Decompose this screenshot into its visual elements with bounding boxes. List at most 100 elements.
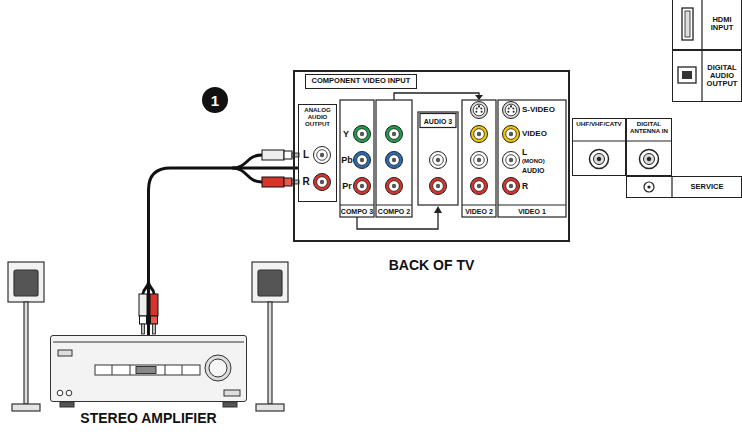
jack-label: Pb — [341, 156, 353, 165]
jack-label: AUDIO — [522, 166, 545, 173]
antenna-connector — [594, 154, 605, 165]
rca-jack — [354, 126, 371, 143]
amplifier-detail — [57, 390, 63, 396]
rca-plug — [262, 150, 284, 160]
rca-jack — [471, 178, 488, 195]
channel-label: L — [303, 150, 309, 160]
antenna-connector — [644, 154, 655, 165]
routing-arrow — [394, 93, 479, 100]
amplifier-detail — [165, 365, 166, 375]
rca-plug — [143, 282, 154, 294]
antenna-connector — [572, 141, 672, 142]
rca-jack — [386, 152, 403, 169]
amplifier-detail — [95, 365, 200, 375]
port-icon — [682, 71, 692, 79]
rca-plug — [153, 324, 156, 334]
column-label: VIDEO 2 — [465, 208, 493, 215]
port-box: SERVICE — [626, 176, 742, 198]
speaker — [8, 262, 288, 411]
s-video-jack — [471, 102, 488, 119]
rca-jack — [314, 126, 520, 195]
rca-jack — [503, 126, 520, 143]
jack-column — [418, 112, 458, 205]
routing-arrow — [357, 212, 438, 229]
jack-column — [376, 204, 412, 205]
amplifier-detail — [209, 359, 227, 377]
antenna-connector — [647, 157, 651, 161]
jack-label: S-VIDEO — [522, 106, 555, 114]
amplifier: STEREO AMPLIFIER — [50, 335, 247, 402]
amplifier-detail — [60, 402, 74, 407]
rca-jack — [314, 147, 331, 164]
rca-plug — [150, 294, 158, 316]
column-label: VIDEO 1 — [518, 208, 546, 215]
rca-plug — [151, 316, 158, 324]
amplifier-detail — [58, 350, 72, 356]
jack-label: R — [522, 182, 528, 191]
speaker — [252, 262, 288, 302]
jack-label: VIDEO — [522, 130, 547, 138]
jack-column — [462, 100, 496, 217]
node-text: DIGITAL ANTENNA IN — [627, 119, 671, 135]
rca-jack — [386, 126, 403, 143]
speaker — [258, 270, 282, 296]
arrowhead — [475, 95, 483, 100]
rca-plug — [284, 178, 292, 186]
jack-column — [340, 100, 374, 217]
node-text: BACK OF TV — [389, 258, 475, 273]
speaker — [24, 302, 28, 404]
amplifier-detail — [53, 342, 244, 343]
panel-header: COMPONENT VIDEO INPUT — [305, 74, 417, 89]
rca-jack — [471, 152, 488, 169]
jack-column — [340, 204, 374, 205]
speaker — [8, 262, 44, 302]
port-icon — [678, 67, 696, 83]
speaker — [12, 404, 40, 411]
jack-column — [462, 204, 496, 205]
amplifier-detail — [223, 402, 237, 407]
rca-plug — [139, 294, 147, 316]
amplifier-detail — [182, 365, 183, 375]
amplifier-detail — [112, 365, 113, 375]
rca-plug — [284, 151, 292, 159]
antenna-connector — [597, 157, 601, 161]
port-icon — [647, 185, 650, 188]
rca-jack — [354, 152, 371, 169]
speaker — [14, 270, 38, 296]
port-icon — [682, 8, 693, 40]
rca-jack — [314, 174, 331, 191]
port-icon — [671, 176, 672, 198]
s-video-jack — [471, 102, 520, 119]
amplifier-detail — [51, 336, 246, 407]
node-text: ANALOG AUDIO OUTPUT — [299, 105, 336, 127]
channel-label: R — [302, 177, 309, 187]
antenna-connector — [640, 150, 659, 169]
amplifier-detail — [224, 390, 240, 396]
port-box: HDMI INPUT — [672, 0, 742, 50]
rca-jack — [354, 178, 371, 195]
jack-column — [340, 100, 566, 217]
column-label: AUDIO 3 — [424, 117, 452, 124]
tv-back-panel: BACK OF TVCOMPONENT VIDEO INPUTANALOG AU… — [293, 70, 570, 242]
rca-jack — [503, 152, 520, 169]
jack-column — [498, 204, 566, 205]
antenna-box: DIGITAL ANTENNA IN — [626, 118, 672, 176]
port-icon — [644, 182, 654, 192]
node-text: HDMI INPUT — [705, 16, 739, 33]
jack-label: Y — [343, 130, 349, 139]
column-label: COMPO 2 — [378, 208, 410, 215]
amplifier-detail — [66, 390, 72, 396]
jack-column — [376, 100, 412, 217]
rca-plug — [232, 150, 299, 187]
rca-plug — [139, 282, 158, 334]
port-box: DIGITAL AUDIO OUTPUT — [672, 50, 742, 102]
rca-jack — [503, 178, 520, 195]
rca-jack — [386, 178, 403, 195]
node-text: UHF/VHF/CATV — [573, 119, 625, 128]
arrowhead — [434, 206, 442, 213]
routing-arrow — [357, 93, 479, 229]
jack-column — [420, 114, 456, 128]
antenna-connector — [572, 141, 672, 169]
jack-column — [498, 100, 566, 217]
